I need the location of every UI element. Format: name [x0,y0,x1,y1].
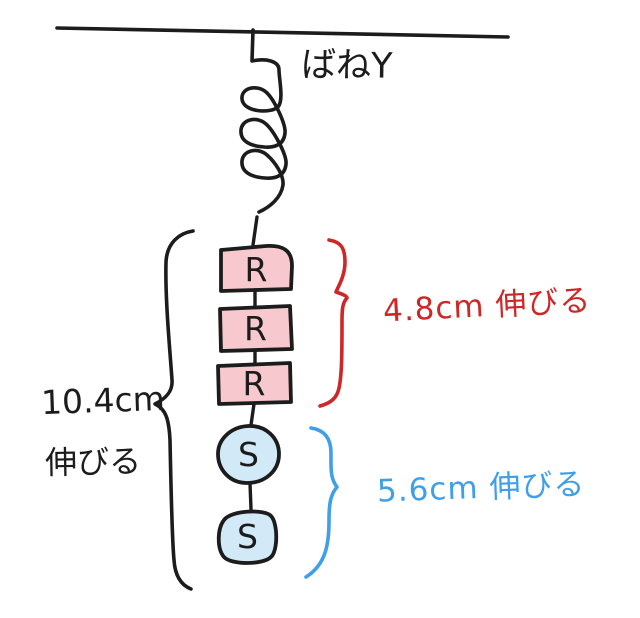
total-extension-verb: 伸びる [44,442,142,482]
spring-coil [239,28,288,214]
connector-r3-s1 [249,402,256,427]
block-s-2-label: S [237,517,258,556]
total-extension-value: 10.4cm [40,378,166,423]
connector-spring-r1 [251,215,259,247]
block-r-2-label: R [244,309,267,348]
ceiling-line [55,26,510,39]
block-s-1 [216,424,281,485]
r-extension-brace [318,238,349,408]
spring-label: ばねY [300,45,393,87]
block-r-2 [218,304,294,353]
block-r-1-label: R [244,249,268,289]
s-extension-brace [304,426,339,579]
s-extension-label: 5.6cm 伸びる [376,466,586,510]
block-s-1-label: S [238,435,259,474]
block-r-3 [216,361,293,406]
total-extension-brace [153,229,195,591]
block-s-2 [216,509,279,565]
block-r-3-label: R [242,364,266,403]
connector-s1-s2 [248,481,253,511]
block-r-1 [219,244,294,293]
